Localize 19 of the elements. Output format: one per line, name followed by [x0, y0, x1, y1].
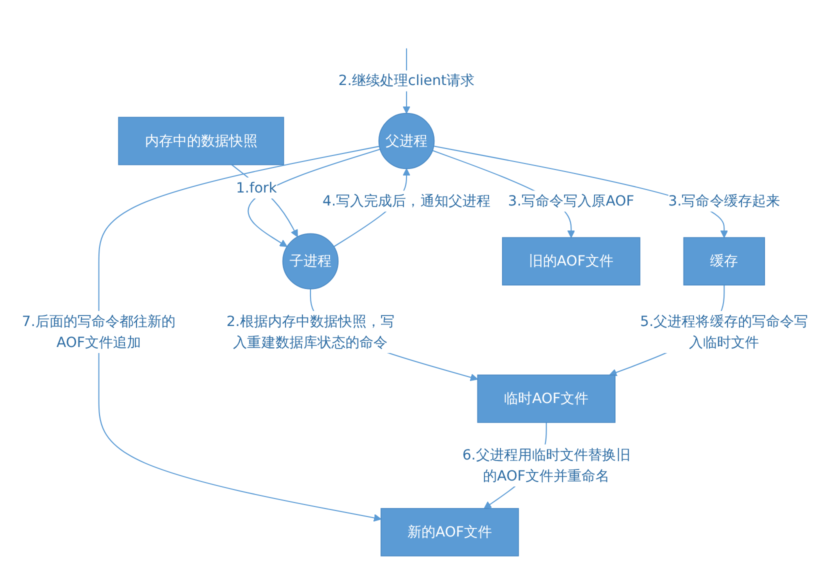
node-box: 缓存 — [683, 237, 765, 286]
node-box: 内存中的数据快照 — [118, 116, 284, 166]
node-box: 临时AOF文件 — [477, 374, 616, 423]
edge-label: 1.fork — [236, 179, 277, 196]
arrow — [434, 146, 728, 238]
edge-label: 5.父进程将缓存的写命令写入临时文件 — [640, 312, 808, 350]
edge-label: 2.根据内存中数据快照，写入重建数据库状态的命令 — [226, 312, 394, 350]
node-circle: 父进程 — [378, 112, 435, 170]
edge-label: 2.继续处理client请求 — [338, 72, 475, 89]
edge-label: 3.写命令缓存起来 — [668, 192, 780, 210]
arrow — [248, 148, 380, 247]
arrow — [98, 146, 382, 522]
node-box: 旧的AOF文件 — [502, 237, 640, 286]
node-box: 新的AOF文件 — [380, 508, 519, 556]
edge-label: 6.父进程用临时文件替换旧的AOF文件并重命名 — [462, 446, 630, 484]
node-circle: 子进程 — [282, 233, 339, 290]
edge-label: 7.后面的写命令都往新的AOF文件追加 — [22, 312, 176, 350]
edge-label: 4.写入完成后，通知父进程 — [322, 192, 490, 210]
edge-label: 3.写命令写入原AOF — [508, 192, 634, 210]
